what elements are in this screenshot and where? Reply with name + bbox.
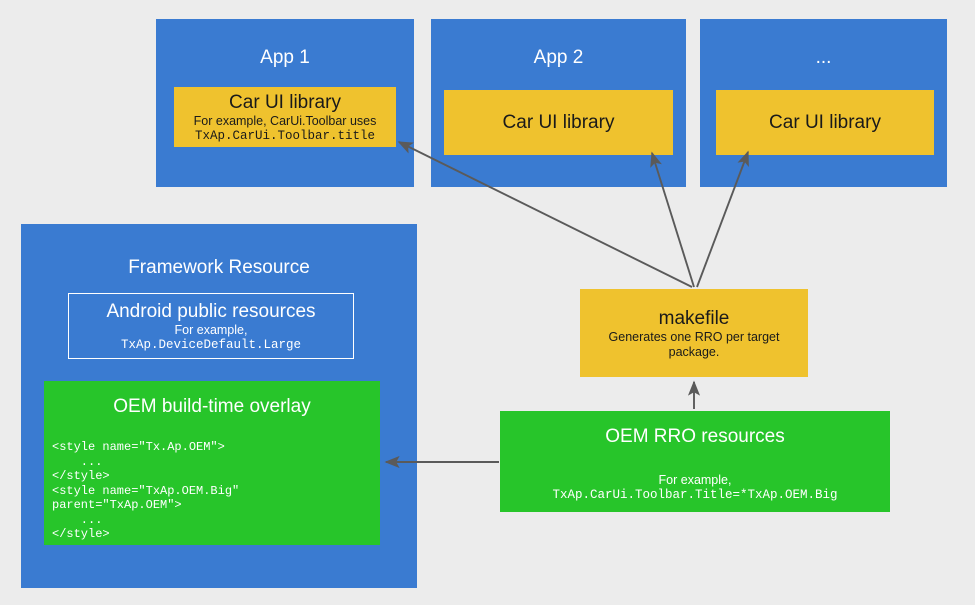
android-public-resources-code: TxAp.DeviceDefault.Large xyxy=(120,337,302,352)
app-1-car-ui-library-subtitle: For example, CarUi.Toolbar uses xyxy=(193,113,377,128)
oem-rro-resources-title: OEM RRO resources xyxy=(605,426,785,447)
app-2-car-ui-library-title: Car UI library xyxy=(502,112,615,133)
app-1-car-ui-library-code: TxAp.CarUi.Toolbar.title xyxy=(194,128,376,143)
oem-rro-resources-box[interactable]: OEM RRO resources For example, TxAp.CarU… xyxy=(500,411,890,512)
oem-build-time-overlay-box[interactable]: OEM build-time overlay <style name="Tx.A… xyxy=(44,381,380,545)
app-3-car-ui-library-title: Car UI library xyxy=(769,112,881,133)
app-2-title: App 2 xyxy=(533,47,584,68)
android-public-resources-subtitle: For example, xyxy=(174,322,248,337)
makefile-subtitle: Generates one RRO per target package. xyxy=(608,329,780,359)
makefile-box[interactable]: makefile Generates one RRO per target pa… xyxy=(580,289,808,377)
app-1-title: App 1 xyxy=(260,47,310,68)
app-1-car-ui-library[interactable]: Car UI library For example, CarUi.Toolba… xyxy=(174,87,396,147)
framework-resource-title: Framework Resource xyxy=(128,257,310,278)
app-3-car-ui-library[interactable]: Car UI library xyxy=(716,90,934,155)
app-1-car-ui-library-title: Car UI library xyxy=(229,91,341,113)
makefile-title: makefile xyxy=(658,307,730,329)
android-public-resources-title: Android public resources xyxy=(106,300,316,322)
android-public-resources-box[interactable]: Android public resources For example, Tx… xyxy=(68,293,354,359)
oem-build-time-overlay-title: OEM build-time overlay xyxy=(113,396,311,417)
app-3-title: ... xyxy=(815,47,832,68)
oem-build-time-overlay-code: <style name="Tx.Ap.OEM"> ... </style> <s… xyxy=(52,440,240,541)
oem-rro-resources-subtitle: For example, xyxy=(658,473,732,487)
app-2-car-ui-library[interactable]: Car UI library xyxy=(444,90,673,155)
oem-rro-resources-code: TxAp.CarUi.Toolbar.Title=*TxAp.OEM.Big xyxy=(552,488,838,502)
